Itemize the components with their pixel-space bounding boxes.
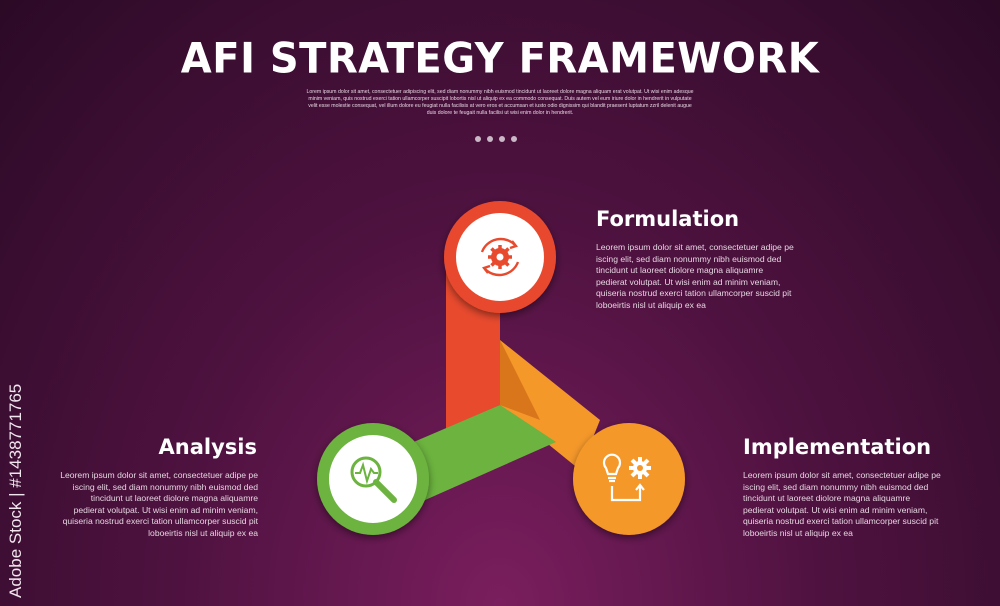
page-title: AFI STRATEGY FRAMEWORK [180,34,820,84]
implementation-arm [500,340,600,470]
formulation-heading: Formulation [596,207,740,231]
formulation-text: Leorem ipsum dolor sit amet, consectetue… [596,242,794,310]
implementation-heading: Implementation [743,435,932,459]
analysis-text: Leorem ipsum dolor sit amet, consectetue… [60,470,258,538]
implementation-text: Leorem ipsum dolor sit amet, consectetue… [743,470,941,538]
magnifier-chart-icon [350,456,397,503]
page-subtitle: Lorem ipsum dolor sit amet, consectetuer… [306,89,694,116]
bulb-gear-icon [602,453,651,502]
pagination-dots [475,136,517,142]
analysis-heading: Analysis [158,435,257,459]
analysis-node [317,423,429,535]
dot [511,136,517,142]
dot [475,136,481,142]
dot [499,136,505,142]
stock-watermark: Adobe Stock | #1438771765 [6,383,25,598]
implementation-node [573,423,685,535]
dot [487,136,493,142]
gear-refresh-icon [480,237,520,277]
